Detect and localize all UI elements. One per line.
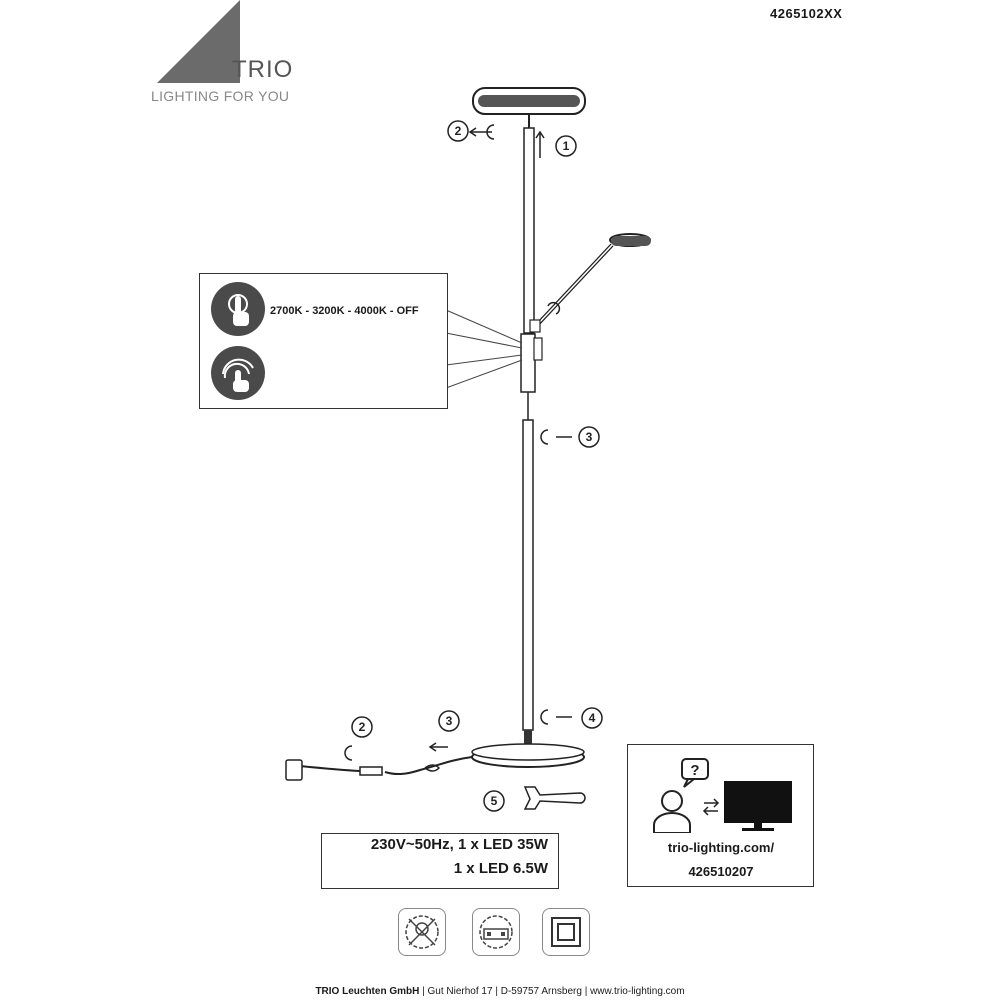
footer-address-2: D-59757 Arnsberg (500, 986, 582, 997)
reading-head (609, 233, 651, 247)
svg-text:3: 3 (446, 714, 453, 728)
lamp-base (471, 743, 585, 768)
plug-icon (285, 759, 303, 781)
driver-exchange-icon (472, 908, 520, 956)
footer-address-1: Gut Nierhof 17 (427, 986, 493, 997)
footer-separator: | (584, 986, 591, 997)
step-badge-3b: 3 (438, 710, 460, 732)
uplight-head (472, 87, 586, 115)
control-housing (520, 333, 536, 393)
spec-line-2: 1 x LED 6.5W (453, 860, 548, 877)
online-info-icon: ? (653, 758, 792, 833)
info-url-line-2: 426510207 (688, 864, 754, 879)
brand-name: TRIO (232, 56, 294, 83)
svg-text:4: 4 (589, 711, 596, 725)
product-code: 4265102XX (770, 6, 843, 21)
control-panel (199, 273, 448, 409)
step-badge-1: 1 (555, 135, 577, 157)
touch-dimmer-icon (211, 346, 265, 400)
trio-logo-icon (157, 0, 240, 83)
touch-switch-icon (211, 282, 265, 336)
wrench-icon (523, 786, 586, 810)
spec-line-1: 230V~50Hz, 1 x LED 35W (370, 836, 548, 853)
brand-tagline: LIGHTING FOR YOU (151, 88, 290, 104)
footer: TRIO Leuchten GmbH | Gut Nierhof 17 | D-… (0, 986, 1000, 997)
svg-text:2: 2 (455, 124, 462, 138)
step-badge-5: 5 (483, 790, 505, 812)
step-label: 1 (563, 139, 570, 153)
step-badge-2: 2 (447, 120, 469, 142)
footer-separator: | (422, 986, 428, 997)
footer-website[interactable]: www.trio-lighting.com (590, 986, 685, 997)
info-box: ? (627, 744, 814, 887)
info-url-line-1[interactable]: trio-lighting.com/ (667, 840, 775, 855)
svg-text:2: 2 (359, 720, 366, 734)
svg-text:3: 3 (586, 430, 593, 444)
no-led-replace-icon (398, 908, 446, 956)
class-ii-icon (542, 908, 590, 956)
lower-pole (522, 419, 534, 731)
step-badge-2b: 2 (351, 716, 373, 738)
svg-text:?: ? (690, 762, 699, 779)
upper-pole (523, 127, 535, 334)
spec-box (321, 833, 559, 889)
color-temperature-modes: 2700K - 3200K - 4000K - OFF (270, 305, 419, 317)
step-badge-4: 4 (581, 707, 603, 729)
svg-text:5: 5 (491, 794, 498, 808)
footer-separator: | (495, 986, 501, 997)
step-badge-3: 3 (578, 426, 600, 448)
footer-company: TRIO Leuchten GmbH (315, 986, 420, 997)
